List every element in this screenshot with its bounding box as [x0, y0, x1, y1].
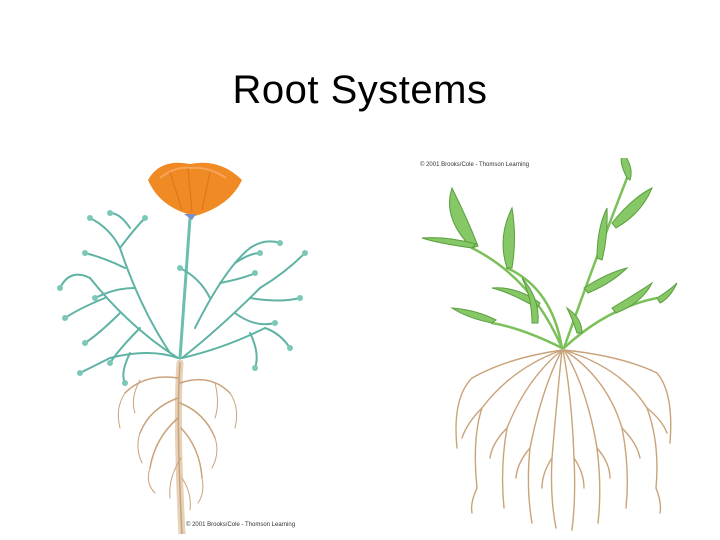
grass-stems	[472, 178, 657, 348]
poppy-leaflets	[57, 210, 308, 386]
slide-title: Root Systems	[0, 68, 720, 113]
taproot-plant-illustration	[50, 158, 330, 534]
credit-left: © 2001 Brooks/Cole - Thomson Learning	[186, 522, 295, 528]
credit-right: © 2001 Brooks/Cole - Thomson Learning	[420, 162, 529, 168]
fibrous-roots	[456, 350, 671, 530]
fibrous-plant-illustration	[412, 158, 682, 534]
taproot	[118, 363, 236, 534]
poppy-flower	[148, 163, 242, 220]
